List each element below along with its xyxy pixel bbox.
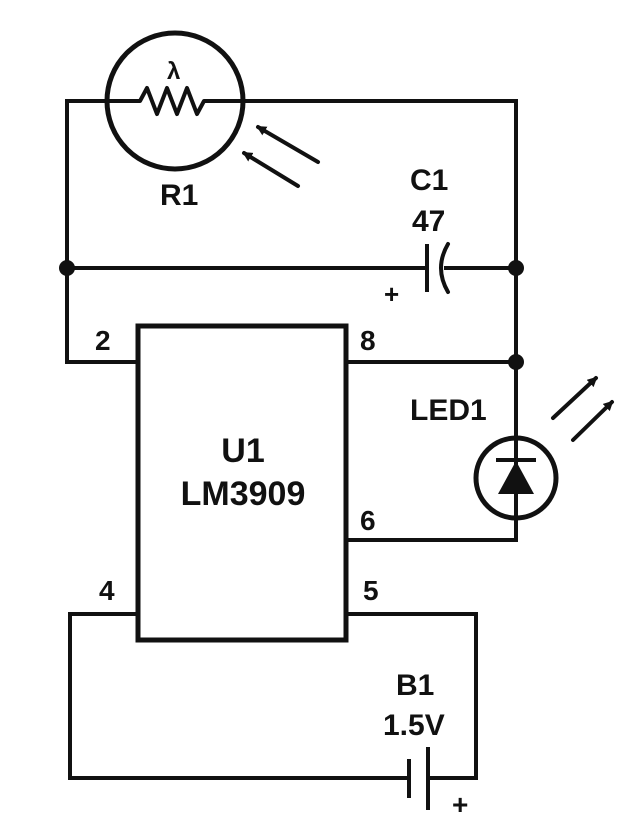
pin-5-label: 5 <box>363 575 379 606</box>
junction-dot-icons <box>59 260 524 370</box>
c1-label: C1 <box>410 164 448 197</box>
junction-dot-icon <box>508 260 524 276</box>
c1-polarity: + <box>384 279 399 309</box>
c1-capacitor: C1 47 + <box>384 164 450 309</box>
u1-ic: U1 LM3909 2 8 6 4 5 <box>95 323 379 643</box>
incoming-light-arrows-icon <box>242 125 320 188</box>
junction-dot-icon <box>508 354 524 370</box>
wire-top-right <box>241 99 518 542</box>
pin-4-label: 4 <box>99 575 115 606</box>
pin-2-label: 2 <box>95 325 111 356</box>
c1-plate-curved <box>439 242 450 294</box>
pin-8-label: 8 <box>360 325 376 356</box>
u1-part-number: LM3909 <box>181 475 306 513</box>
led1: LED1 <box>410 376 614 521</box>
wire-top-loop <box>65 99 140 364</box>
b1-label: B1 <box>396 669 434 702</box>
wire-bottom-loop <box>68 612 408 780</box>
b1-polarity: + <box>452 789 468 820</box>
b1-battery: B1 1.5V + <box>383 669 468 820</box>
pin-6-label: 6 <box>360 505 376 536</box>
b1-value: 1.5V <box>383 709 445 742</box>
c1-value: 47 <box>412 205 445 238</box>
led1-anode-triangle <box>498 461 534 494</box>
r1-lambda-symbol: λ <box>167 58 180 85</box>
led1-label: LED1 <box>410 394 487 427</box>
u1-body <box>135 323 349 643</box>
wire-pin5 <box>344 612 478 780</box>
outgoing-light-arrows-icon <box>551 376 614 442</box>
wires <box>65 99 518 780</box>
junction-dot-icon <box>59 260 75 276</box>
r1-zigzag <box>105 86 245 116</box>
u1-label: U1 <box>221 432 264 470</box>
r1-label: R1 <box>160 179 198 212</box>
r1-photoresistor: λ R1 <box>104 30 320 212</box>
